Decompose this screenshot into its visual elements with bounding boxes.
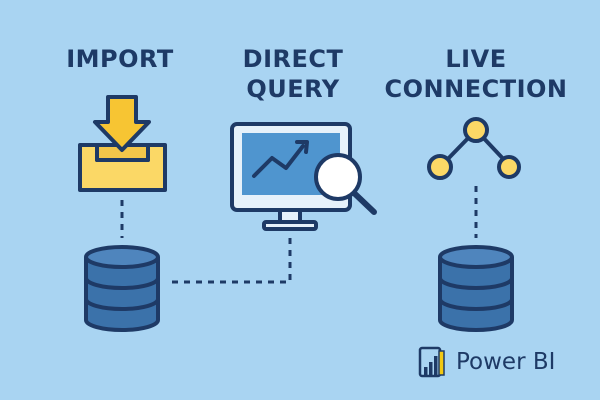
live-connection-title: LIVE CONNECTION [376,45,576,134]
brand-name: Power BI [456,349,556,375]
database-icon [438,245,514,332]
direct-query-connector [172,234,292,284]
monitor-chart-search-icon [230,122,377,231]
direct-query-title-line2: QUERY [246,75,340,103]
network-nodes-icon [427,117,521,180]
inbox-download-icon [78,95,167,192]
direct-query-title-line1: DIRECT [242,45,344,73]
import-title: IMPORT [66,45,174,73]
power-bi-logo-icon [418,346,445,378]
live-connection-title-line2: CONNECTION [384,75,568,103]
live-connection-title-line1: LIVE [445,45,507,73]
direct-query-title: DIRECT QUERY [193,44,393,104]
power-bi-brand: Power BI [418,345,555,379]
database-icon [84,245,160,332]
